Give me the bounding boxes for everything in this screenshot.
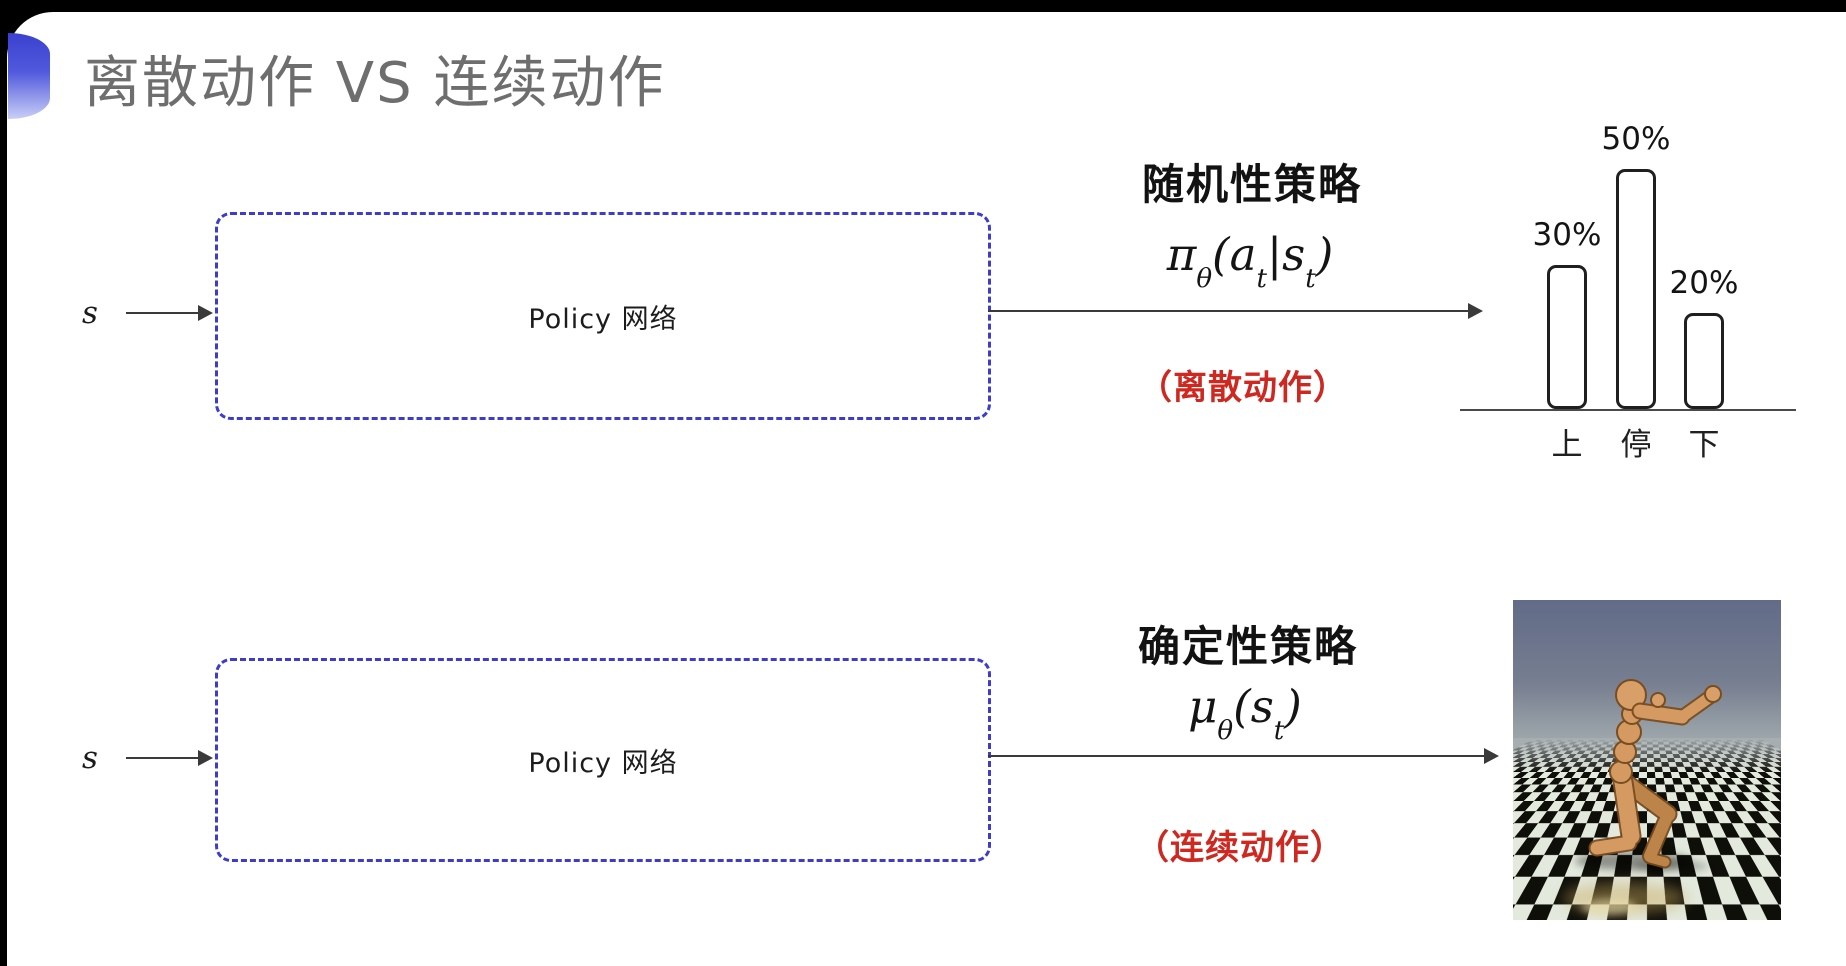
action-type-note: （连续动作） xyxy=(1135,828,1345,868)
formula-subscript: θ xyxy=(1217,716,1234,747)
bar-value-label: 20% xyxy=(1669,265,1739,301)
formula-arg: a xyxy=(1229,228,1257,281)
policy-network-label: Policy 网络 xyxy=(528,747,678,779)
policy-formula: μθ(st) xyxy=(1188,680,1302,744)
policy-type-title: 随机性策略 xyxy=(1141,160,1363,209)
formula-paren: ( xyxy=(1233,680,1251,733)
bar-category-label: 上 xyxy=(1551,427,1583,463)
action-type-note: （离散动作） xyxy=(1138,368,1348,408)
page-title: 离散动作 VS 连续动作 xyxy=(84,51,666,116)
formula-subscript: t xyxy=(1256,264,1267,295)
formula-arg: s xyxy=(1282,228,1306,281)
horizon-haze xyxy=(1513,738,1781,772)
policy-network-box: Policy 网络 xyxy=(215,658,991,862)
bar-value-label: 30% xyxy=(1532,217,1602,253)
chart-baseline xyxy=(1460,409,1796,411)
action-probability-bar-chart: 30% 上 50% 停 20% 下 xyxy=(1460,106,1800,466)
policy-formula: πθ(at|st) xyxy=(1166,228,1334,292)
output-arrow xyxy=(988,748,1499,764)
output-arrow xyxy=(988,303,1483,319)
bar xyxy=(1616,169,1656,409)
formula-symbol: μ xyxy=(1188,680,1218,733)
bar xyxy=(1547,265,1587,409)
policy-network-box: Policy 网络 xyxy=(215,212,991,420)
input-arrow xyxy=(126,750,213,766)
formula-paren: ( xyxy=(1212,228,1230,281)
formula-subscript: t xyxy=(1273,716,1285,747)
humanoid-simulation-image xyxy=(1513,600,1781,920)
formula-paren: ) xyxy=(1315,228,1334,281)
formula-subscript: θ xyxy=(1196,264,1213,295)
input-arrow xyxy=(126,305,213,321)
sky xyxy=(1513,600,1781,750)
bar-category-label: 下 xyxy=(1688,427,1720,463)
bar-value-label: 50% xyxy=(1601,121,1671,157)
state-input-label: s xyxy=(82,740,98,776)
title-bullet-icon xyxy=(8,33,50,119)
policy-type-title: 确定性策略 xyxy=(1137,622,1359,671)
formula-subscript: t xyxy=(1305,264,1316,295)
formula-arg: s xyxy=(1250,680,1274,733)
state-input-label: s xyxy=(82,295,98,331)
bar-category-label: 停 xyxy=(1620,427,1652,463)
formula-separator: | xyxy=(1266,228,1283,281)
formula-paren: ) xyxy=(1284,680,1302,733)
humanoid-robot-figure xyxy=(1563,679,1722,915)
policy-network-label: Policy 网络 xyxy=(528,303,678,335)
bar xyxy=(1684,313,1724,409)
formula-symbol: π xyxy=(1166,228,1197,281)
